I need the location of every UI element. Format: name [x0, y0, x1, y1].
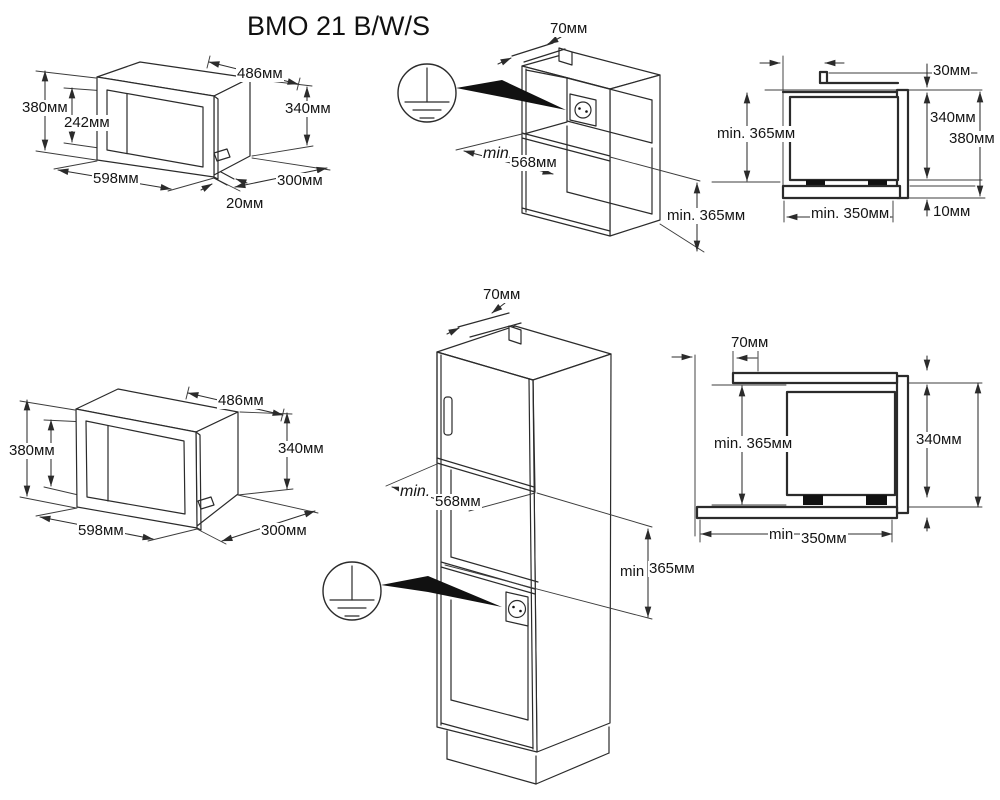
side-section-view-bottom	[671, 347, 983, 543]
rear-panel-tab	[508, 325, 522, 345]
oven-foot	[866, 495, 887, 505]
dim-label-window-height: 242мм	[63, 114, 111, 132]
dim-label-frame-width: 598мм	[77, 522, 125, 540]
oven-body	[785, 390, 897, 497]
oven-body	[788, 95, 900, 182]
dim-label-front-height: 380мм	[948, 130, 996, 148]
front-frame-panel	[895, 374, 910, 515]
dim-label-niche-width: 568мм	[510, 154, 558, 172]
cabinet-side-face	[532, 353, 612, 753]
dim-label-niche-width: 568мм	[434, 493, 482, 511]
oven-foot	[806, 180, 825, 186]
dim-label-rear-gap: 70мм	[730, 334, 770, 352]
frame-edge	[213, 95, 219, 180]
power-outlet-icon	[569, 93, 597, 127]
top-shelf	[731, 371, 899, 385]
page-title: BMO 21 B/W/S	[247, 11, 431, 41]
oven-3d-view-bottom	[19, 386, 319, 545]
dim-label-body-height: 340мм	[929, 109, 977, 127]
callout-arrow	[381, 576, 502, 607]
dim-label-depth: 486мм	[236, 65, 284, 83]
wall-cabinet-view	[397, 36, 705, 253]
oven-door-window	[85, 420, 186, 515]
dim-label-niche-depth: 350мм	[800, 530, 848, 548]
dim-label-body-height: 340мм	[284, 100, 332, 118]
dim-label-frame-width: 598мм	[92, 170, 140, 188]
callout-arrow	[456, 80, 566, 110]
dim-label-frame-offset: 20мм	[225, 195, 265, 213]
dim-label-bottom-clearance: 10мм	[932, 203, 972, 221]
dim-label-body-height: 340мм	[915, 431, 963, 449]
dim-label-frame-height: 380мм	[8, 442, 56, 460]
power-outlet-icon	[505, 591, 529, 627]
dim-label-niche-height: 365мм	[648, 560, 696, 578]
dim-label-frame-height: 380мм	[21, 99, 69, 117]
dim-label-min-prefix: min	[768, 526, 795, 544]
dim-label-body-depth: 300мм	[260, 522, 308, 540]
dim-label-body-depth: 300мм	[276, 172, 324, 190]
oven-foot	[803, 495, 823, 505]
oven-foot	[868, 180, 887, 186]
rear-panel-tab	[558, 47, 573, 66]
cabinet-front	[521, 65, 611, 237]
dim-label-niche-height: min. 365мм	[713, 435, 794, 453]
grounding-icon	[322, 561, 382, 621]
cabinet-shelf	[521, 132, 611, 157]
oven-foot	[197, 496, 215, 510]
dim-label-min-prefix: min.	[399, 483, 432, 501]
dim-label-depth: 486мм	[217, 392, 265, 410]
dim-label-min-prefix: min.	[482, 145, 515, 163]
side-section-view-top	[711, 55, 986, 223]
frame-edge	[195, 431, 202, 531]
dim-label-niche-height: min. 365мм	[716, 125, 797, 143]
door-handle	[443, 396, 453, 436]
bottom-shelf	[695, 505, 899, 520]
dim-label-rear-gap: 70мм	[549, 20, 589, 38]
grounding-icon	[397, 63, 457, 123]
dim-label-top-clearance: 30мм	[932, 62, 972, 80]
dim-label-niche-depth: min. 350мм	[810, 205, 891, 223]
cabinet-door	[436, 351, 536, 493]
tall-cabinet-view	[322, 302, 653, 785]
top-shelf	[781, 70, 900, 94]
dim-label-min-prefix: min	[619, 563, 646, 581]
dim-label-niche-height: min. 365мм	[666, 207, 747, 225]
dim-label-rear-gap: 70мм	[482, 286, 522, 304]
dim-label-body-height: 340мм	[277, 440, 325, 458]
bottom-shelf	[781, 184, 902, 200]
